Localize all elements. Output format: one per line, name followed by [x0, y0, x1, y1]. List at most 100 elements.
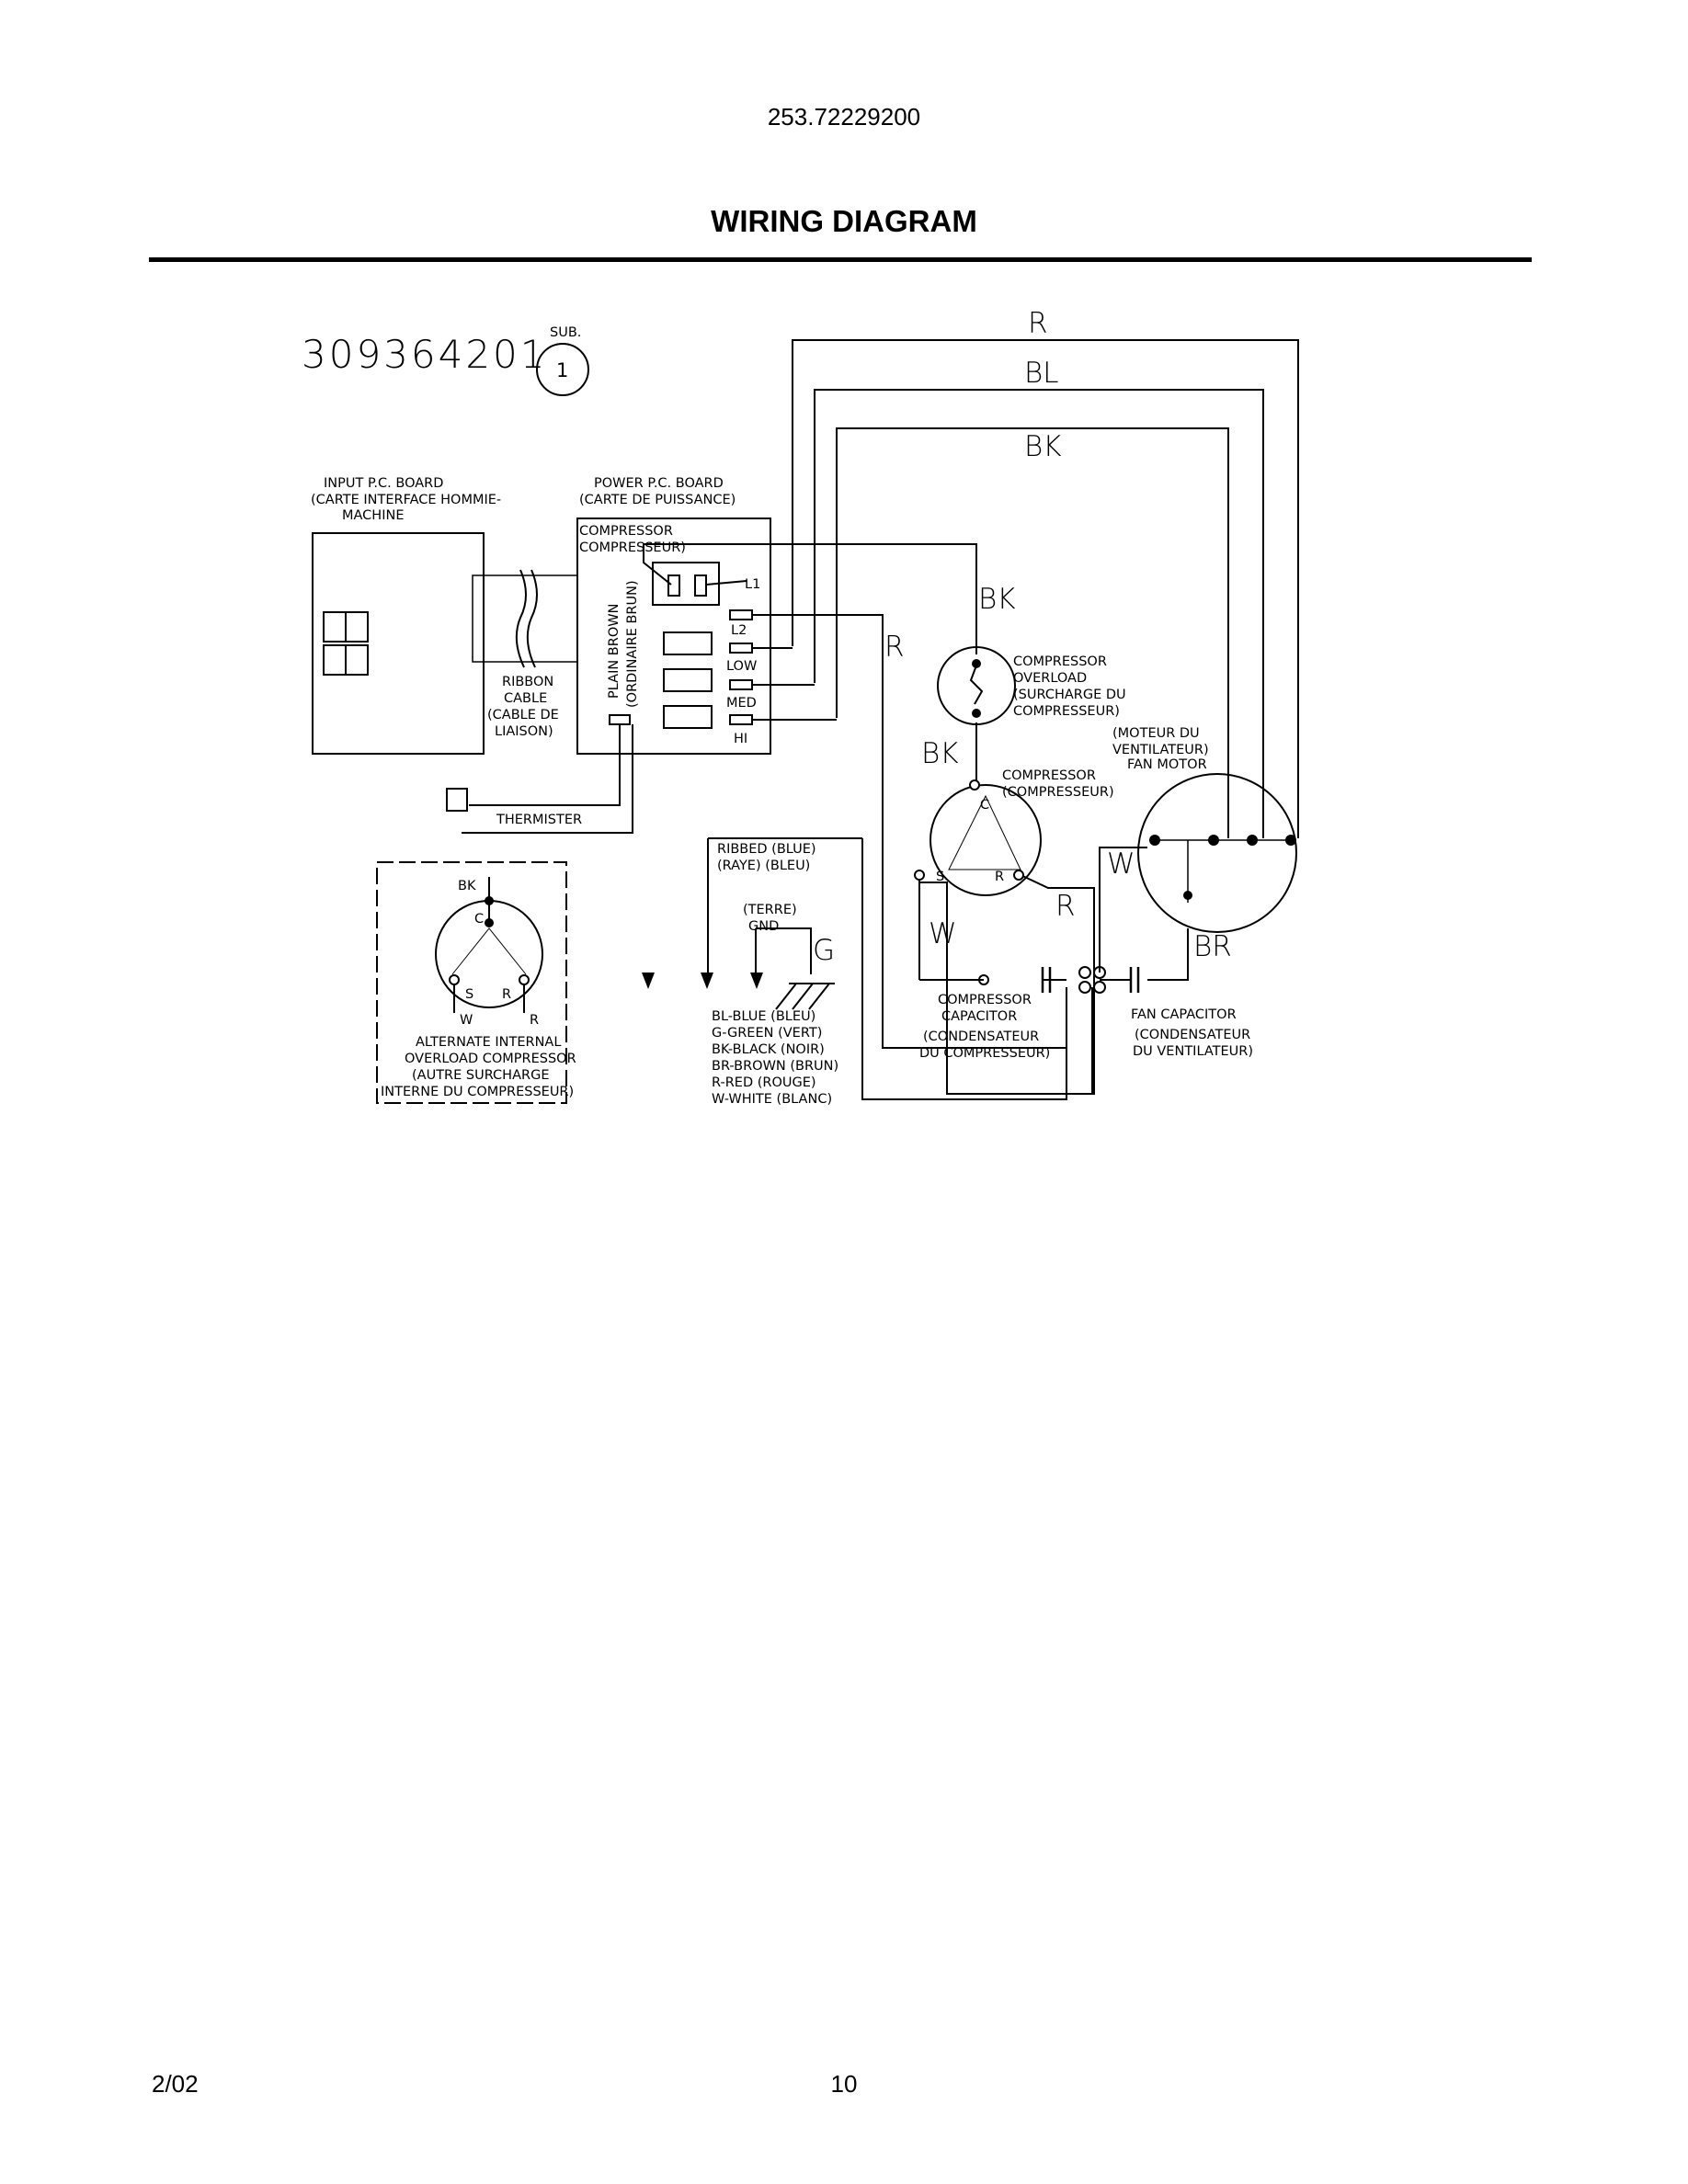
ground-label: (TERRE): [743, 903, 797, 917]
svg-text:OVERLOAD: OVERLOAD: [1013, 671, 1087, 686]
svg-text:(CARTE DE PUISSANCE): (CARTE DE PUISSANCE): [579, 493, 736, 507]
compressor-relay-label: COMPRESSOR: [579, 524, 673, 539]
alternate-caption: ALTERNATE INTERNAL: [416, 1035, 561, 1050]
page-number: 10: [830, 2070, 858, 2098]
ribbed-label: RIBBED (BLUE): [717, 842, 816, 857]
alternate-overload-box: [376, 861, 567, 1104]
page-title: WIRING DIAGRAM: [711, 204, 977, 238]
fan-motor-label: (MOTEUR DU: [1112, 726, 1200, 741]
svg-text:C: C: [980, 798, 989, 813]
svg-text:FAN MOTOR: FAN MOTOR: [1127, 757, 1207, 772]
sub-circle: [536, 343, 589, 396]
svg-text:BR-BROWN (BRUN): BR-BROWN (BRUN): [712, 1059, 838, 1074]
ribbon-break: [515, 569, 527, 668]
svg-text:R: R: [502, 987, 511, 1002]
svg-text:S: S: [465, 987, 473, 1002]
display-digit-1: [323, 611, 347, 643]
arrow-icon: [642, 973, 655, 989]
fan-capacitor-label: FAN CAPACITOR: [1131, 1007, 1237, 1022]
svg-text:W: W: [929, 917, 957, 950]
svg-text:C: C: [474, 912, 484, 927]
compressor-label: COMPRESSOR: [1002, 768, 1096, 783]
svg-text:COMPRESSEUR): COMPRESSEUR): [1013, 704, 1120, 719]
plain-brown-label: PLAIN BROWN: [607, 604, 622, 699]
svg-text:G-GREEN (VERT): G-GREEN (VERT): [712, 1026, 822, 1041]
svg-text:(CONDENSATEUR: (CONDENSATEUR: [1135, 1028, 1250, 1042]
svg-text:W: W: [1107, 847, 1135, 881]
title-rule: [149, 257, 1532, 262]
svg-text:HI: HI: [734, 732, 747, 746]
compressor: [930, 784, 1042, 896]
thermister-probe: [446, 788, 468, 812]
revision-date: 2/02: [152, 2070, 199, 2098]
thermister-label: THERMISTER: [496, 813, 582, 827]
display-digit-2: [323, 644, 347, 676]
wire-black: [836, 427, 1229, 838]
relay-low: [663, 631, 713, 655]
terminal-low: [729, 643, 753, 654]
svg-text:OVERLOAD COMPRESSOR: OVERLOAD COMPRESSOR: [405, 1052, 576, 1066]
wire-label-r: R: [1028, 307, 1048, 340]
sub-label: SUB.: [550, 325, 581, 340]
svg-text:(ORDINAIRE BRUN): (ORDINAIRE BRUN): [625, 580, 640, 708]
svg-text:INTERNE DU COMPRESSEUR): INTERNE DU COMPRESSEUR): [381, 1085, 574, 1099]
color-key: BL-BLUE (BLEU): [712, 1009, 815, 1024]
svg-text:(SURCHARGE DU: (SURCHARGE DU: [1013, 688, 1126, 702]
wire-label-bk: BK: [1024, 430, 1062, 463]
thermister-connector: [609, 714, 631, 725]
svg-text:CABLE: CABLE: [504, 691, 547, 706]
svg-text:BK-BLACK (NOIR): BK-BLACK (NOIR): [712, 1042, 825, 1057]
svg-text:LOW: LOW: [726, 659, 757, 674]
power-board-label: POWER P.C. BOARD: [594, 476, 724, 491]
wire-blue: [814, 389, 1264, 838]
svg-text:DU COMPRESSEUR): DU COMPRESSEUR): [919, 1046, 1050, 1061]
svg-text:R: R: [1055, 890, 1076, 923]
svg-text:S: S: [936, 870, 944, 884]
svg-text:R: R: [530, 1013, 539, 1028]
svg-text:R: R: [884, 631, 905, 664]
svg-text:CAPACITOR: CAPACITOR: [941, 1009, 1017, 1024]
terminal-hi: [729, 714, 753, 725]
svg-text:VENTILATEUR): VENTILATEUR): [1112, 743, 1209, 757]
svg-text:MED: MED: [726, 696, 757, 711]
svg-text:(RAYE) (BLEU): (RAYE) (BLEU): [717, 859, 810, 873]
svg-text:G: G: [813, 934, 835, 967]
svg-text:BK: BK: [978, 583, 1016, 616]
wire-red: [792, 339, 1299, 838]
relay-med: [663, 668, 713, 692]
ground-symbol: [775, 983, 835, 1010]
svg-text:BK: BK: [921, 737, 959, 770]
svg-text:(CONDENSATEUR: (CONDENSATEUR: [923, 1029, 1039, 1044]
input-pc-board: [312, 532, 485, 755]
svg-text:GND: GND: [748, 919, 779, 934]
svg-text:COMPRESSEUR): COMPRESSEUR): [579, 540, 686, 555]
compressor-capacitor-label: COMPRESSOR: [938, 993, 1032, 1007]
model-number: 253.72229200: [767, 103, 921, 131]
svg-text:(COMPRESSEUR): (COMPRESSEUR): [1002, 785, 1114, 800]
svg-text:(AUTRE SURCHARGE: (AUTRE SURCHARGE: [412, 1068, 549, 1083]
input-board-label: INPUT P.C. BOARD: [324, 476, 443, 491]
wire-l2-red: [752, 614, 1066, 1049]
svg-text:R: R: [995, 870, 1004, 884]
svg-text:BR: BR: [1193, 930, 1232, 963]
svg-text:LIAISON): LIAISON): [495, 724, 553, 739]
sub-number: 1: [556, 359, 568, 381]
ribbed-wire: [707, 838, 1067, 1100]
ribbon-cable-label: RIBBON: [502, 675, 553, 689]
terminal-l1-label: L1: [745, 577, 760, 592]
relay-hi: [663, 705, 713, 729]
power-pc-board: [576, 518, 771, 755]
svg-text:(CARTE INTERFACE HOMMIE-: (CARTE INTERFACE HOMMIE-: [311, 493, 501, 507]
fan-motor: [1137, 773, 1297, 933]
svg-text:W-WHITE (BLANC): W-WHITE (BLANC): [712, 1092, 832, 1107]
svg-text:MACHINE: MACHINE: [342, 508, 405, 523]
part-number: 309364201: [302, 332, 548, 377]
svg-text:R-RED (ROUGE): R-RED (ROUGE): [712, 1075, 816, 1090]
overload-label: COMPRESSOR: [1013, 654, 1107, 669]
svg-text:W: W: [460, 1013, 473, 1028]
svg-text:L2: L2: [731, 623, 747, 638]
wire-l1-black: [643, 543, 977, 654]
alt-bk-label: BK: [458, 879, 476, 893]
svg-text:DU VENTILATEUR): DU VENTILATEUR): [1133, 1044, 1253, 1059]
